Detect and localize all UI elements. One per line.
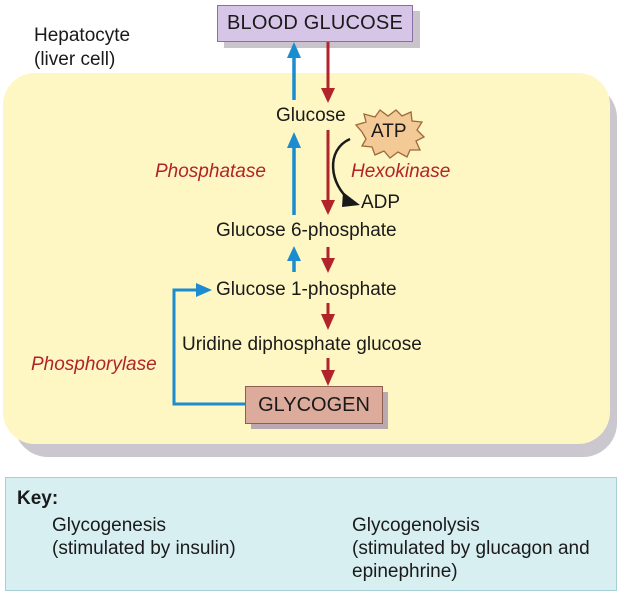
arrow-glucose-to-g6p-head [321,200,335,215]
arrow-g1p-to-g6p-head [287,246,301,261]
key-title: Key: [17,488,59,509]
arrow-g6p-to-g1p-head [321,258,335,273]
atp-to-adp-arrowhead [342,192,360,207]
key-box [5,477,617,591]
glucose-label: Glucose [276,105,346,126]
key-item-glycogenolysis: Glycogenolysis (stimulated by glucagon a… [352,514,590,583]
atp-label: ATP [371,121,407,142]
key-item-glycogenesis: Glycogenesis (stimulated by insulin) [52,514,236,560]
adp-label: ADP [361,192,401,213]
hepatocyte-label: Hepatocyte (liver cell) [34,24,130,72]
hepatocyte-label-line2: (liver cell) [34,49,116,70]
atp-to-adp-curve [331,137,351,201]
phosphorylase-label: Phosphorylase [31,354,157,375]
phosphatase-label: Phosphatase [155,161,266,182]
arrow-glucose-to-blood-head [287,42,301,58]
glycogen-box: GLYCOGEN [245,386,383,424]
glucose-6-phosphate-label: Glucose 6-phosphate [216,220,397,241]
arrow-glycogen-to-g1p [172,288,245,406]
key-glycogenolysis-note-line1: (stimulated by glucagon and [352,538,590,559]
udp-glucose-label: Uridine diphosphate glucose [182,334,422,355]
arrow-g1p-to-udpg-head [321,314,335,330]
key-glycogenolysis-label: Glycogenolysis [352,515,480,536]
hepatocyte-cell [3,73,610,444]
glucose-1-phosphate-label: Glucose 1-phosphate [216,279,397,300]
glycogen-label: GLYCOGEN [258,393,370,416]
key-glycogenesis-label: Glycogenesis [52,515,167,536]
arrow-g6p-to-glucose-head [287,132,301,148]
arrow-glycogen-to-g1p-head [196,283,212,297]
blood-glucose-label: BLOOD GLUCOSE [227,12,403,34]
hexokinase-label: Hexokinase [351,161,451,182]
arrow-udpg-to-glycogen-head [321,370,335,386]
hepatocyte-label-line1: Hepatocyte [34,25,131,46]
key-glycogenesis-note: (stimulated by insulin) [52,538,236,559]
key-glycogenolysis-note-line2: epinephrine) [352,561,458,582]
arrow-blood-to-glucose-head [321,88,335,103]
blood-glucose-box: BLOOD GLUCOSE [217,5,413,42]
atp-starburst [354,109,426,159]
